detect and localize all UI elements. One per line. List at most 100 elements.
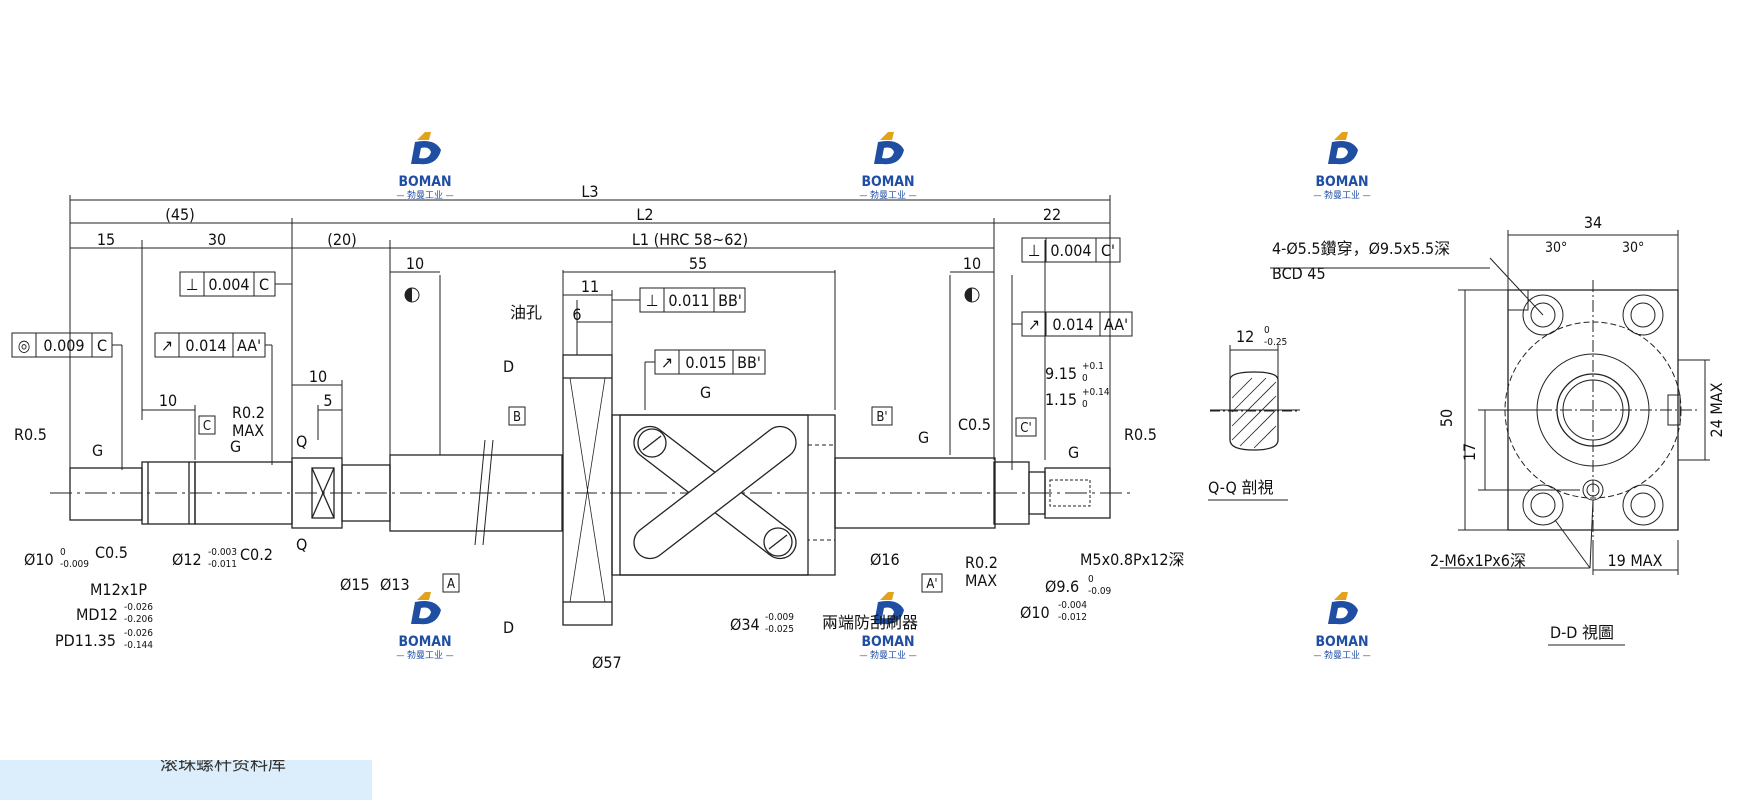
d15: Ø15 <box>340 575 370 594</box>
svg-text:-0.026: -0.026 <box>124 602 153 613</box>
runout-nut-ref: BB' <box>737 353 761 372</box>
perp-nut-ref: BB' <box>718 291 742 310</box>
svg-text:0: 0 <box>1088 574 1094 585</box>
svg-text:-0.011: -0.011 <box>208 559 237 570</box>
perp-nut-symbol: ⊥ <box>646 291 659 310</box>
perp-left-symbol: ⊥ <box>186 275 199 294</box>
perp-right-ref: C' <box>1101 241 1115 260</box>
g-mark: G <box>700 383 711 402</box>
boman-logo: BOMAN — 勃曼工业 — <box>859 132 917 201</box>
screw-shaft <box>50 354 1130 626</box>
datum-c-prime: C' <box>1020 421 1031 436</box>
perp-nut-value: 0.011 <box>668 291 709 310</box>
dimension-texts: L3 (45) L2 22 15 30 (20) L1 (HRC 58~62) … <box>97 182 1061 410</box>
runout-left-ref: AA' <box>237 336 261 355</box>
c05-left: C0.5 <box>95 543 128 562</box>
d10-left: Ø10 <box>24 550 54 569</box>
c02: C0.2 <box>240 545 273 564</box>
runout-nut-value: 0.015 <box>685 353 726 372</box>
svg-text:-0.25: -0.25 <box>1264 337 1287 348</box>
callouts: R0.5 R0.2 MAX C0.5 C0.2 Ø10 0 -0.009 Ø12… <box>14 287 1185 672</box>
runout-right-ref: AA' <box>1104 315 1128 334</box>
r05-right: R0.5 <box>1124 425 1157 444</box>
max-right: MAX <box>965 571 997 590</box>
dd-angle: 30° <box>1622 240 1644 256</box>
concentricity-ref: C <box>97 336 107 355</box>
concentricity-value: 0.009 <box>43 336 84 355</box>
footer-strip[interactable]: 滚珠螺杆资料库 <box>0 760 372 800</box>
dim-10b: 10 <box>963 254 981 273</box>
return-tubes <box>633 425 797 560</box>
logo-subtitle: — 勃曼工业 — <box>396 189 453 201</box>
svg-text:-0.004: -0.004 <box>1058 600 1087 611</box>
dim-6: 6 <box>572 305 581 324</box>
svg-text:0: 0 <box>60 547 66 558</box>
runout-right-value: 0.014 <box>1052 315 1093 334</box>
c05-right: C0.5 <box>958 415 991 434</box>
wiper: 兩端防刮刷器 <box>822 613 918 632</box>
perp-right-symbol: ⊥ <box>1028 241 1041 260</box>
section-q: Q <box>296 535 307 554</box>
r05-left: R0.5 <box>14 425 47 444</box>
dd-h17: 17 <box>1460 443 1479 461</box>
logo-text: BOMAN <box>398 174 451 190</box>
perp-left-ref: C <box>259 275 269 294</box>
view-dd-texts: 34 30° 30° 4-Ø5.5鑽穿，Ø9.5x5.5深 BCD 45 50 … <box>1272 213 1726 642</box>
dd-h24: 24 MAX <box>1707 382 1726 437</box>
svg-text:+0.14: +0.14 <box>1082 387 1110 398</box>
runout-left-value: 0.014 <box>185 336 226 355</box>
datum-b-prime: B' <box>876 410 887 425</box>
datum-a-prime: A' <box>926 577 937 592</box>
view-dd <box>1270 230 1710 575</box>
dim-30: 30 <box>208 230 226 249</box>
dd-bcd: BCD 45 <box>1272 264 1326 283</box>
logo-text: BOMAN <box>1315 174 1368 190</box>
dim-55: 55 <box>689 254 707 273</box>
svg-text:0: 0 <box>1264 325 1270 336</box>
runout-left-symbol: ↗ <box>161 336 173 355</box>
dim-22: 22 <box>1043 205 1061 224</box>
concentricity-symbol: ◎ <box>18 336 31 355</box>
dd-height: 50 <box>1437 409 1456 427</box>
boman-logo: BOMAN — 勃曼工业 — <box>396 132 454 201</box>
logo-subtitle: — 勃曼工业 — <box>859 189 916 201</box>
logo-subtitle: — 勃曼工业 — <box>1313 649 1370 661</box>
dim-45: (45) <box>165 205 195 224</box>
datum-b: B <box>513 410 521 425</box>
boman-logo: BOMAN — 勃曼工业 — <box>396 592 454 661</box>
perp-right-value: 0.004 <box>1050 241 1091 260</box>
svg-text:+0.1: +0.1 <box>1082 361 1104 372</box>
g-mark: G <box>918 428 929 447</box>
svg-text:-0.012: -0.012 <box>1058 612 1087 623</box>
svg-text:-0.206: -0.206 <box>124 614 153 625</box>
dim-L1: L1 (HRC 58~62) <box>632 230 748 249</box>
section-q: Q <box>296 432 307 451</box>
dim-10d: 10 <box>159 391 177 410</box>
d57: Ø57 <box>592 653 622 672</box>
section-qq: 12 0 -0.25 Q-Q 剖視 <box>1208 325 1300 501</box>
md12: MD12 <box>76 605 118 624</box>
pd: PD11.35 <box>55 631 116 650</box>
runout-nut-symbol: ↗ <box>661 353 673 372</box>
svg-text:0: 0 <box>1082 399 1088 410</box>
logo-subtitle: — 勃曼工业 — <box>859 649 916 661</box>
svg-text:-0.026: -0.026 <box>124 628 153 639</box>
dd-width: 34 <box>1584 213 1602 232</box>
dim-11: 11 <box>581 277 599 296</box>
svg-text:-0.003: -0.003 <box>208 547 237 558</box>
dim-L3: L3 <box>581 182 598 201</box>
logo-subtitle: — 勃曼工业 — <box>396 649 453 661</box>
dd-w19: 19 MAX <box>1607 551 1662 570</box>
d34: Ø34 <box>730 615 760 634</box>
d96: Ø9.6 <box>1045 577 1079 596</box>
dim-20: (20) <box>327 230 357 249</box>
qq-width: 12 <box>1236 327 1254 346</box>
oil-hole: 油孔 <box>510 303 542 322</box>
logo-text: BOMAN <box>398 634 451 650</box>
d115: 1.15 <box>1045 390 1077 409</box>
dd-holes: 4-Ø5.5鑽穿，Ø9.5x5.5深 <box>1272 239 1450 258</box>
d13: Ø13 <box>380 575 410 594</box>
tolerance-frames: ⊥ 0.004 C ◎ 0.009 C ↗ 0.014 AA' ⊥ 0.011 … <box>11 237 1133 470</box>
m5: M5x0.8Px12深 <box>1080 550 1185 569</box>
boman-logo: BOMAN — 勃曼工业 — <box>1313 132 1371 201</box>
